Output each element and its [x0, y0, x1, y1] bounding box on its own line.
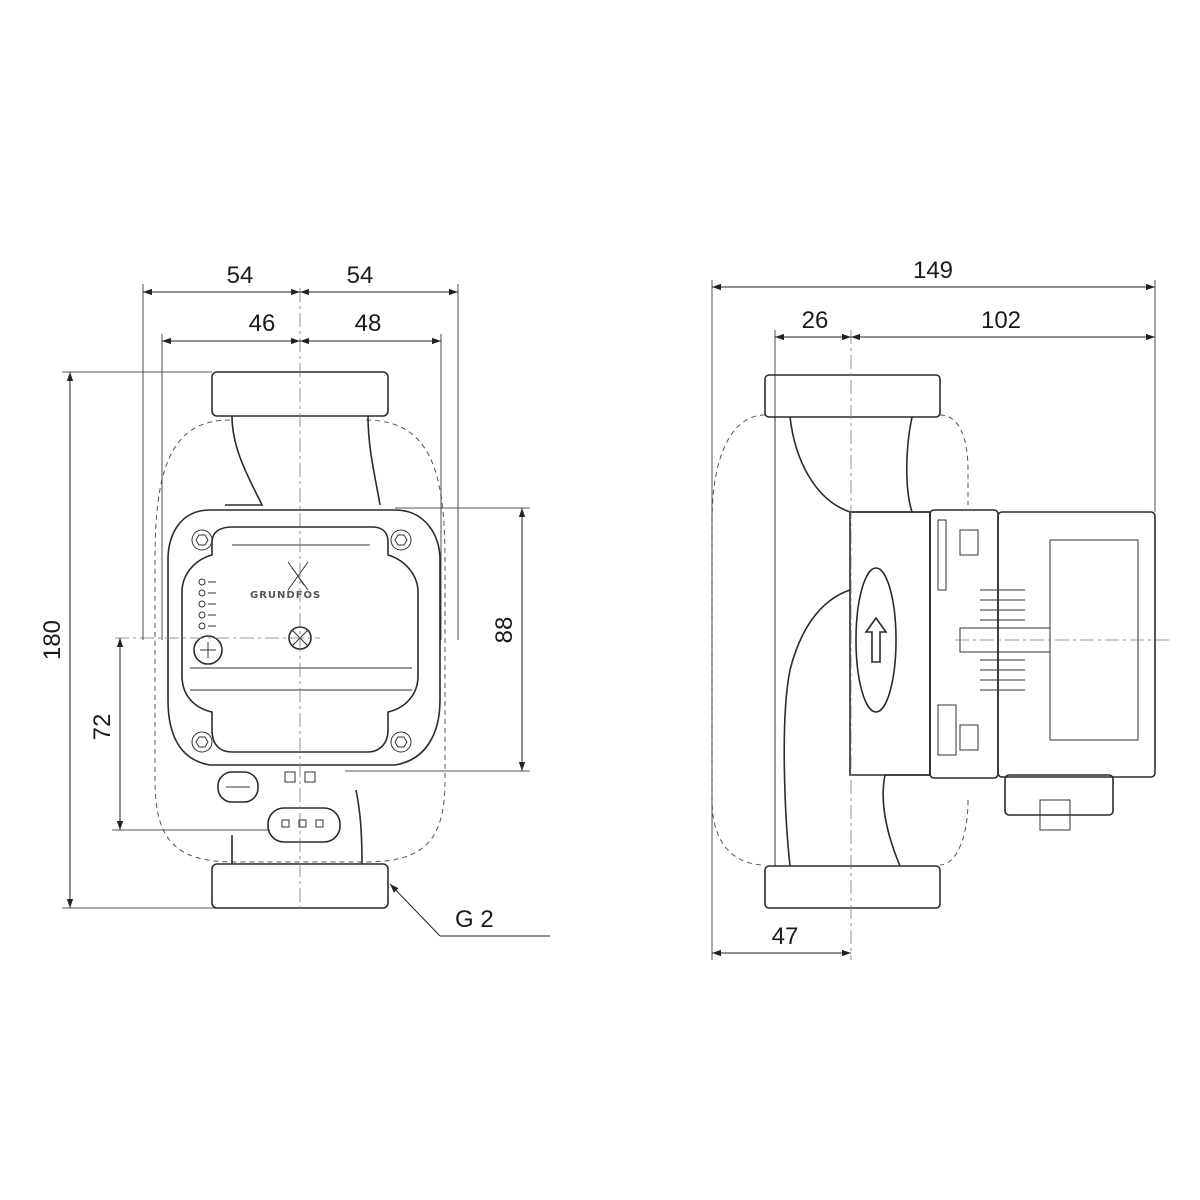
dim-top-right: 54: [347, 262, 374, 289]
push-button-icon: [193, 635, 223, 665]
thread-label: G 2: [455, 906, 494, 933]
motor-housing: [167, 509, 441, 766]
dim-axis-to-end: 102: [981, 307, 1021, 334]
control-box-inner: [190, 544, 412, 691]
lower-neck: [231, 789, 363, 865]
dim-top-left: 54: [227, 262, 254, 289]
bolt-heads: [191, 529, 412, 753]
dim-box-height: 88: [491, 617, 518, 644]
direction-arrow-icon: [864, 616, 888, 663]
direction-arrow-oval: [855, 567, 897, 713]
dim-base: 47: [772, 923, 799, 950]
signal-connector: [217, 771, 259, 803]
front-view: GRUNDFOS 54 54: [39, 262, 550, 937]
indicator-leds: [198, 578, 216, 630]
dim-inner-left: 46: [249, 310, 276, 337]
side-connector: [1004, 774, 1114, 816]
control-box-side: [929, 509, 999, 779]
side-top-flange: [764, 374, 941, 418]
motor-body: [849, 511, 931, 776]
dim-inner-right: 48: [355, 310, 382, 337]
dim-total-height: 180: [39, 620, 66, 660]
upper-neck: [225, 415, 381, 506]
side-view: 149 26 102 47: [711, 257, 1170, 960]
dim-flange-to-axis: 26: [802, 307, 829, 334]
dim-axis-height: 72: [89, 714, 116, 741]
side-bottom-flange: [764, 865, 941, 909]
pump-body: [783, 416, 931, 867]
grundfos-logo: GRUNDFOS: [250, 561, 321, 601]
power-connector: [267, 807, 341, 843]
control-box: [181, 526, 419, 753]
stator-housing: [997, 511, 1156, 778]
logo-text: GRUNDFOS: [250, 590, 321, 601]
front-envelope-outline: [154, 419, 446, 863]
dim-total-length: 149: [913, 257, 953, 284]
